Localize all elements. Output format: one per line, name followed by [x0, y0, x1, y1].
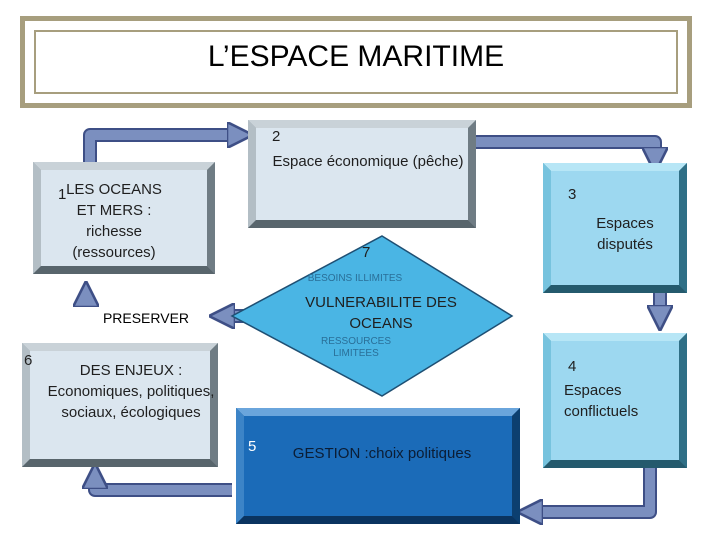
box-2-economic-space — [248, 120, 476, 228]
node-6-number: 6 — [24, 352, 33, 369]
box-6-stakes — [22, 343, 218, 467]
node-5-number: 5 — [248, 438, 257, 455]
node-1-label: LES OCEANS ET MERS : richesse (ressource… — [66, 181, 162, 261]
arrow-4-to-5 — [530, 468, 657, 519]
node-1-number: 1 — [58, 186, 67, 203]
node-2-number: 2 — [272, 128, 281, 145]
diamond-7-vulnerability — [230, 235, 514, 397]
node-7-bottom-text: RESSOURCES LIMITEES — [320, 336, 391, 359]
box-3-disputed — [543, 163, 687, 293]
preserver-label: PRESERVER — [102, 310, 190, 326]
node-2-label: Espace économique (pêche) — [272, 153, 464, 170]
title-inner-border — [34, 30, 678, 94]
title-frame: L’ESPACE MARITIME — [20, 16, 692, 108]
box-1-oceans — [33, 162, 215, 274]
node-7-number: 7 — [362, 244, 371, 261]
node-7-top-text: BESOINS ILLIMITES — [307, 273, 403, 284]
node-7-label: VULNERABILITE DES OCEANS — [305, 294, 457, 332]
node-5-label: GESTION :choix politiques — [292, 445, 472, 462]
node-4-number: 4 — [568, 358, 577, 375]
page-title: L’ESPACE MARITIME — [207, 40, 505, 73]
box-4-conflictual — [543, 333, 687, 468]
node-3-number: 3 — [568, 186, 577, 203]
node-6-label: DES ENJEUX : Economiques, politiques, so… — [47, 362, 215, 421]
node-4-label: Espaces conflictuels — [564, 382, 639, 420]
node-3-label: Espaces disputés — [596, 215, 654, 253]
box-5-management — [236, 408, 520, 524]
